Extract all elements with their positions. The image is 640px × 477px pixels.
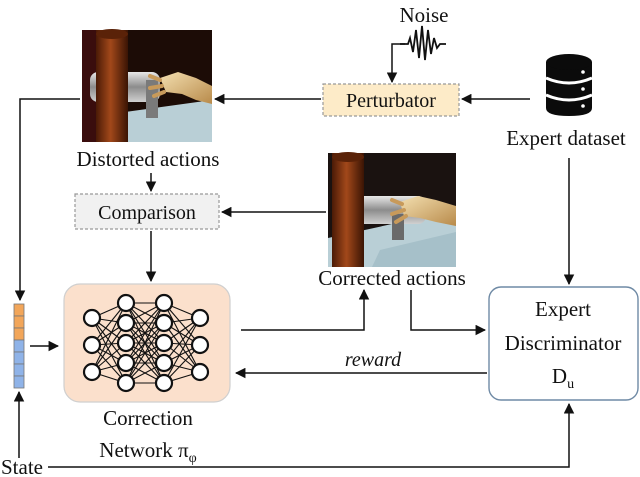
state-label: State bbox=[1, 455, 43, 477]
perturbator-box bbox=[322, 83, 460, 117]
expert-discriminator-box bbox=[488, 286, 639, 401]
arrow-network-to-corrected bbox=[241, 288, 370, 331]
discriminator-letter: D bbox=[552, 364, 567, 388]
discriminator-label-1: Expert bbox=[535, 297, 591, 321]
noise-wave-icon bbox=[400, 25, 446, 61]
comparison-box bbox=[74, 193, 220, 230]
corrected-actions-image bbox=[328, 152, 456, 267]
discriminator-symbol: Du bbox=[552, 364, 574, 392]
correction-network-subscript: φ bbox=[189, 451, 197, 466]
correction-network-label-2: Network πφ bbox=[99, 438, 196, 466]
discriminator-subscript: u bbox=[567, 377, 574, 392]
arrow-distorted-to-state bbox=[14, 98, 80, 302]
corrected-actions-label: Corrected actions bbox=[318, 266, 466, 290]
noise-label: Noise bbox=[400, 3, 449, 27]
state-vector bbox=[13, 303, 25, 389]
arrow-state-to-discriminator bbox=[48, 402, 575, 468]
reward-label: reward bbox=[345, 349, 402, 371]
arrow-noise-to-perturbator bbox=[386, 43, 405, 84]
correction-network-label-1: Correction bbox=[103, 406, 193, 430]
perturbator-label: Perturbator bbox=[346, 90, 436, 112]
comparison-label: Comparison bbox=[98, 202, 196, 224]
distorted-actions-image bbox=[82, 29, 212, 142]
correction-network-name: Network π bbox=[99, 438, 189, 462]
neural-network-nodes bbox=[82, 293, 210, 393]
distorted-actions-label: Distorted actions bbox=[77, 147, 220, 171]
expert-dataset-label: Expert dataset bbox=[506, 126, 626, 150]
database-icon bbox=[545, 54, 593, 116]
discriminator-label-2: Discriminator bbox=[505, 331, 622, 355]
arrow-corrected-to-discriminator bbox=[410, 290, 487, 336]
